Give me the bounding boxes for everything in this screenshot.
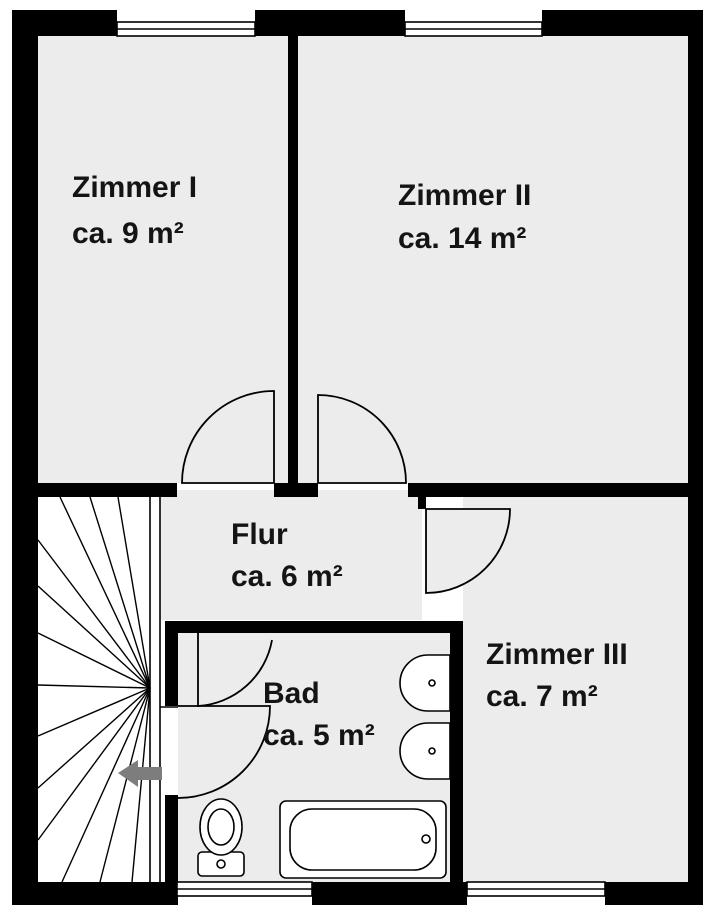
right-wall <box>688 10 703 905</box>
walls <box>12 10 703 905</box>
wall-zimmer-1-2 <box>288 10 298 490</box>
stair-direction-arrow <box>118 760 162 787</box>
bad-left-wall-lower <box>165 795 178 905</box>
doors <box>177 390 511 799</box>
wall-zimmer-1-hall-left <box>12 483 177 497</box>
top-wall-mid-left <box>255 10 405 36</box>
room-labels: Zimmer I ca. 9 m² Zimmer II ca. 14 m² Zi… <box>72 171 628 752</box>
stairs <box>37 496 151 883</box>
bad-area: ca. 5 m² <box>263 719 375 752</box>
bottom-wall-mid <box>312 882 467 905</box>
top-wall-mid-right <box>542 10 690 36</box>
zimmer-3-name: Zimmer III <box>486 638 628 671</box>
zimmer-2-name: Zimmer II <box>398 179 531 212</box>
sink-bottom <box>399 722 451 780</box>
bottom-wall-right <box>605 882 703 905</box>
door-zimmer-1 <box>181 390 275 484</box>
door-swing-flur <box>197 633 273 707</box>
flur-name: Flur <box>231 518 288 551</box>
door-zimmer-3 <box>425 508 511 594</box>
zimmer-3-floor <box>463 497 688 882</box>
door-zimmer-2 <box>317 394 407 484</box>
stair-floor <box>38 497 160 882</box>
flur-floor <box>160 490 422 620</box>
sink-top <box>399 654 451 712</box>
bad-name: Bad <box>263 677 320 710</box>
bathtub-inner <box>289 808 437 871</box>
wall-zimmer-1-hall-right <box>274 483 318 497</box>
zimmer-3-area: ca. 7 m² <box>486 680 598 713</box>
bad-right-wall <box>450 621 463 904</box>
bad-top-wall <box>165 621 463 633</box>
left-wall <box>12 10 38 905</box>
bottom-wall-left <box>12 882 177 905</box>
zimmer-1-name: Zimmer I <box>72 171 197 204</box>
wall-hall-zimmer-3 <box>418 497 426 509</box>
toilet-seat <box>207 808 235 846</box>
flur-area: ca. 6 m² <box>231 560 343 593</box>
bathroom-fixtures <box>197 654 451 879</box>
bathtub-drain <box>421 834 431 844</box>
zimmer-1-area: ca. 9 m² <box>72 217 184 250</box>
windows <box>116 21 606 897</box>
bad-left-wall-upper <box>165 621 178 706</box>
zimmer-2-area: ca. 14 m² <box>398 222 526 255</box>
wall-zimmer-2-3 <box>408 483 703 497</box>
door-bad <box>177 705 271 799</box>
